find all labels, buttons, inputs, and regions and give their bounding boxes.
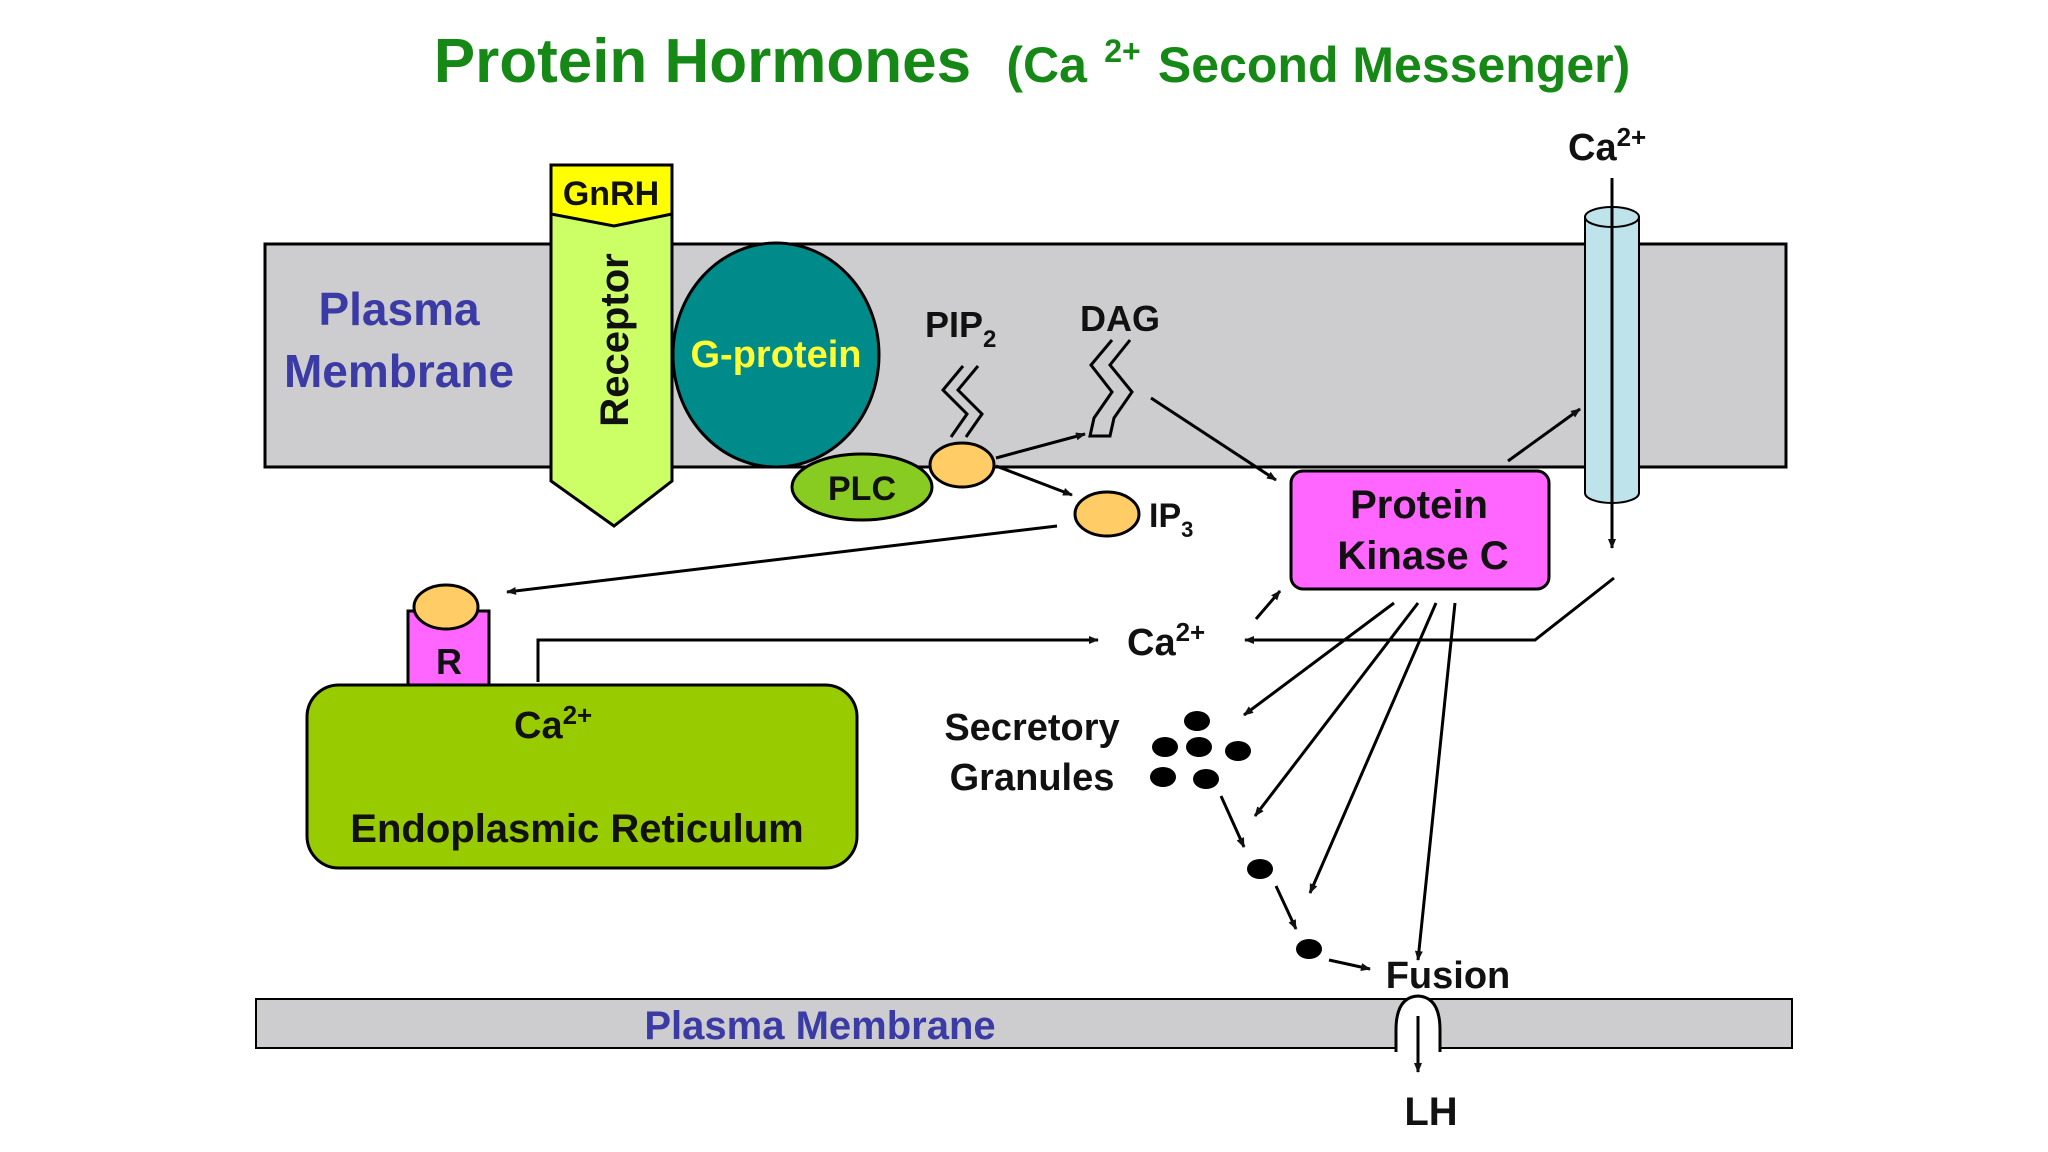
pip2-head: [928, 441, 996, 489]
gnrh-ligand: [549, 163, 674, 228]
granule-moving: [1247, 859, 1273, 879]
lh-label: LH: [1404, 1090, 1457, 1134]
title-main: Protein Hormones: [434, 27, 971, 96]
granule: [1152, 737, 1178, 757]
title-paren-open: (Ca: [1006, 37, 1088, 93]
pkc-label-line1: Protein: [1350, 483, 1488, 527]
plasma-membrane-bottom: [255, 998, 1793, 1049]
arrow-granule-path-1: [1219, 795, 1246, 848]
granules-label-line1: Secretory: [944, 707, 1119, 749]
arrow-pip2-to-ip3: [995, 464, 1073, 497]
arrow-pkc-fan-3: [1308, 602, 1438, 894]
ca-channel-label: Ca2+: [1568, 122, 1646, 169]
title-sup: 2+: [1104, 33, 1140, 69]
arrow-pkc-fan-2: [1253, 602, 1420, 817]
er-ca-label: Ca2+: [514, 700, 592, 747]
er-receptor-label: R: [436, 641, 462, 682]
pip-subscript: 2: [983, 326, 996, 353]
granules-label-line2: Granules: [950, 757, 1115, 799]
dag-molecule: [1088, 339, 1134, 438]
ca-channel-text: Ca: [1568, 127, 1617, 169]
arrow-er-ca-release: [536, 636, 1099, 682]
plasma-membrane-top: [263, 242, 1788, 469]
pip2-label: PIP2: [925, 304, 996, 353]
ca-cytosol-label: Ca2+: [1127, 617, 1205, 664]
arrow-channel-to-ca: [1244, 576, 1615, 644]
plasma-membrane-top-label-line2: Membrane: [284, 345, 514, 397]
ca-cytosol-superscript: 2+: [1176, 617, 1206, 647]
granule: [1150, 767, 1176, 787]
plc-label: PLC: [828, 470, 896, 508]
ca-cytosol-text: Ca: [1127, 622, 1176, 664]
plasma-membrane-bottom-label: Plasma Membrane: [644, 1004, 995, 1048]
fusion-label: Fusion: [1386, 955, 1511, 997]
g-protein-label: G-protein: [691, 334, 862, 376]
plc: [790, 452, 934, 522]
er-ca-text: Ca: [514, 705, 563, 747]
granule: [1193, 769, 1219, 789]
page-title: Protein Hormones (Ca 2+ Second Messenger…: [434, 7, 1631, 96]
arrow-granule-path-3: [1328, 958, 1371, 971]
arrow-granule-path-2: [1274, 885, 1298, 930]
pip-text: PIP: [925, 304, 983, 345]
secretory-granules: [1150, 711, 1322, 959]
granule: [1184, 711, 1210, 731]
pip2-tail-2: [955, 365, 984, 438]
er-receptor-ip3: [412, 583, 480, 631]
protein-kinase-c: [1289, 469, 1551, 591]
arrow-dag-to-pkc: [1150, 396, 1277, 482]
granule: [1186, 737, 1212, 757]
dag-label: DAG: [1080, 298, 1160, 339]
ca-channel-superscript: 2+: [1617, 122, 1647, 152]
receptor-label: Receptor: [593, 253, 637, 426]
ip3: [1073, 490, 1141, 538]
ip-text: IP: [1149, 497, 1181, 535]
plasma-membrane-top-label-line1: Plasma: [318, 283, 480, 335]
pip2-tail-1: [940, 365, 969, 438]
granule: [1225, 741, 1251, 761]
er-label: Endoplasmic Reticulum: [350, 807, 803, 851]
title-paren-rest: Second Messenger): [1158, 37, 1630, 93]
ip-subscript: 3: [1181, 517, 1193, 542]
er-ca-superscript: 2+: [563, 700, 593, 730]
gnrh-label: GnRH: [563, 175, 659, 213]
g-protein: [671, 241, 881, 469]
arrow-pip2-to-dag: [995, 432, 1086, 460]
pkc-label-line2: Kinase C: [1337, 534, 1508, 578]
ip3-label: IP3: [1149, 497, 1193, 542]
arrow-pkc-fan-1: [1243, 601, 1395, 717]
arrow-ip3-to-er-receptor: [506, 524, 1058, 595]
arrow-ca-to-pkc: [1254, 590, 1282, 620]
arrow-pkc-to-channel: [1507, 407, 1581, 463]
granule-moving: [1296, 939, 1322, 959]
arrow-pkc-fan-4: [1414, 602, 1457, 961]
endoplasmic-reticulum: [305, 683, 859, 870]
